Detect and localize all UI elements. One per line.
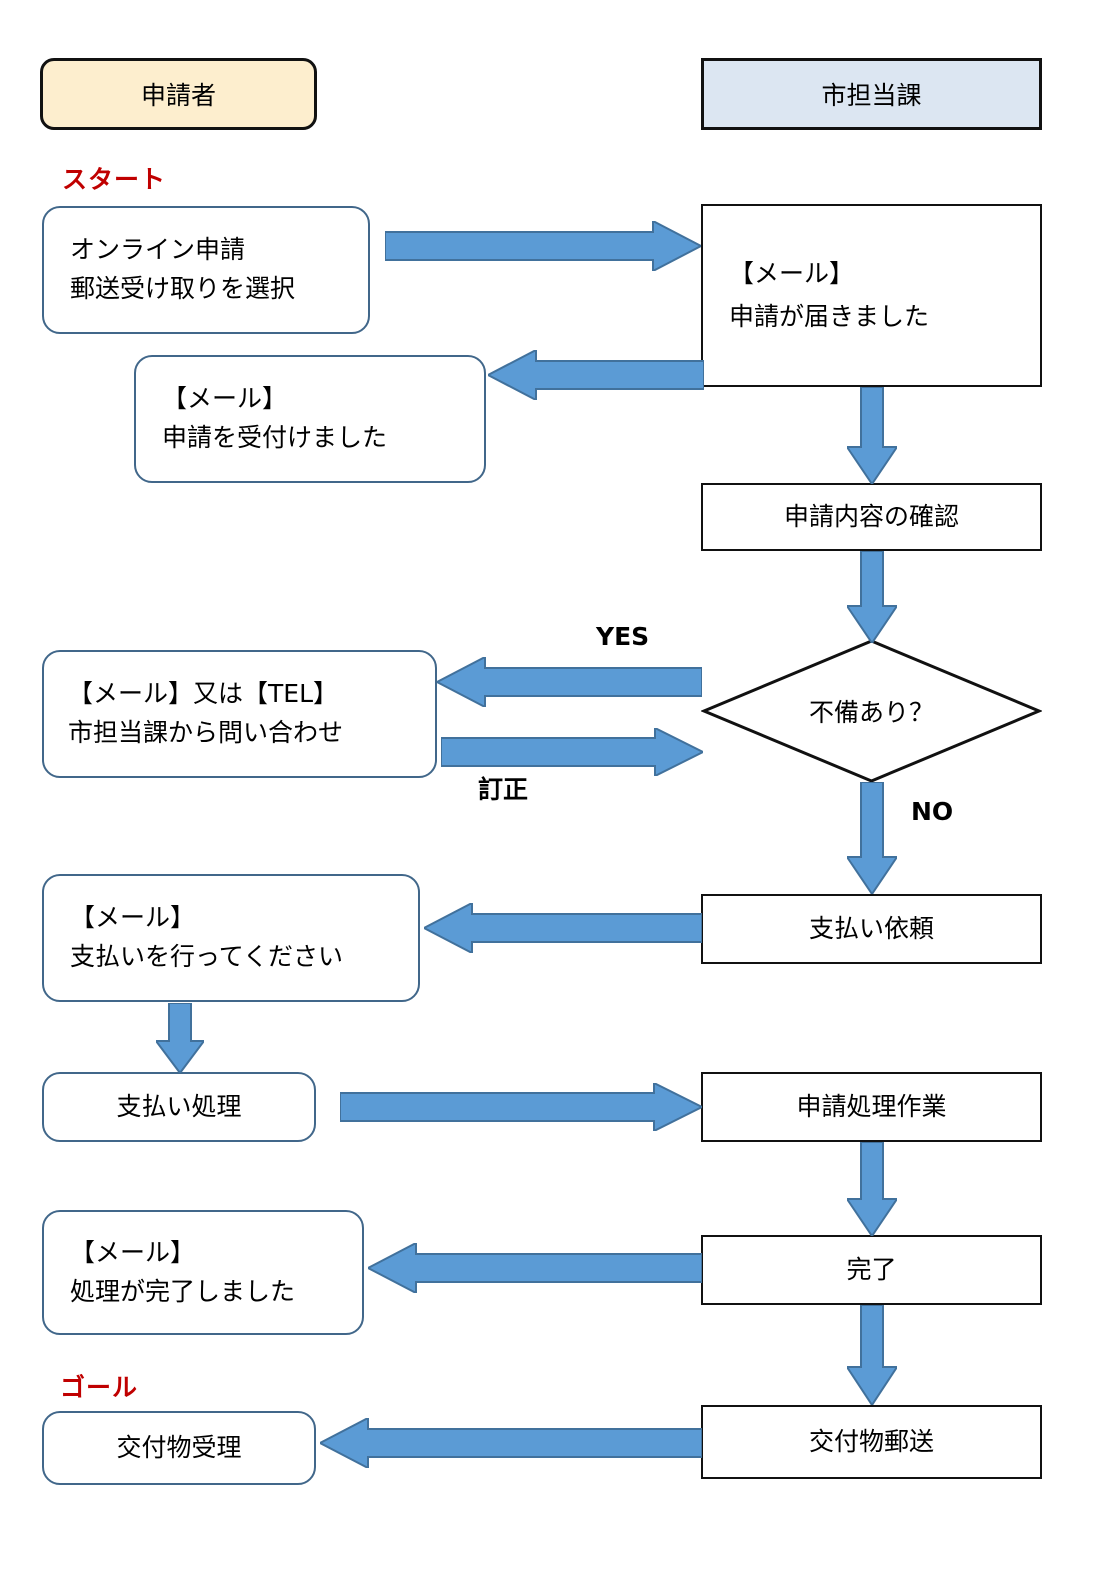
node-online-application[interactable]: オンライン申請 郵送受け取りを選択 (42, 206, 370, 334)
node-mail-application-accepted-line-2: 申請を受付けました (162, 423, 388, 452)
node-payment-processing-line-1: 支払い処理 (116, 1091, 242, 1121)
edge-label-correction: 訂正 (478, 775, 529, 804)
node-mail-please-pay[interactable]: 【メール】 支払いを行ってください (42, 874, 420, 1002)
node-application-processing-work[interactable]: 申請処理作業 (701, 1072, 1042, 1142)
arrow-application-to-dept (385, 221, 701, 271)
node-mail-application-arrived-line-2: 申請が届きました (729, 301, 930, 331)
node-mail-deliverable[interactable]: 交付物郵送 (701, 1405, 1042, 1479)
node-mail-processing-complete[interactable]: 【メール】 処理が完了しました (42, 1210, 364, 1335)
node-mail-application-arrived-line-1: 【メール】 (729, 259, 855, 288)
node-mail-deliverable-line-1: 交付物郵送 (808, 1426, 934, 1456)
decision-diamond-shape (701, 639, 1042, 783)
node-payment-request[interactable]: 支払い依頼 (701, 894, 1042, 964)
node-check-application-contents-line-1: 申請内容の確認 (783, 501, 959, 531)
node-completed-line-1: 完了 (846, 1254, 897, 1284)
node-mail-or-tel-inquiry-line-1: 【メール】又は【TEL】 (68, 679, 338, 709)
lane-header-department: 市担当課 (701, 58, 1042, 130)
node-application-processing-work-line-1: 申請処理作業 (796, 1091, 947, 1121)
arrow-dept-to-accepted (488, 350, 704, 400)
lane-header-applicant-label: 申請者 (140, 81, 216, 110)
arrow-payment-request-to-mail (424, 903, 702, 953)
node-payment-processing[interactable]: 支払い処理 (42, 1072, 316, 1142)
node-mail-or-tel-inquiry[interactable]: 【メール】又は【TEL】 市担当課から問い合わせ (42, 650, 437, 778)
arrow-correction-to-decision (441, 728, 703, 776)
lane-header-applicant: 申請者 (40, 58, 317, 130)
node-online-application-line-2: 郵送受け取りを選択 (70, 274, 296, 303)
node-payment-request-line-1: 支払い依頼 (808, 913, 934, 943)
node-mail-processing-complete-line-2: 処理が完了しました (70, 1276, 296, 1306)
start-marker: スタート (62, 165, 167, 194)
node-mail-or-tel-inquiry-line-2: 市担当課から問い合わせ (68, 718, 344, 747)
arrow-arrived-to-check (847, 387, 897, 484)
node-check-application-contents[interactable]: 申請内容の確認 (701, 483, 1042, 551)
arrow-completed-to-mail-deliverable (847, 1305, 897, 1405)
edge-label-yes: YES (596, 622, 650, 651)
lane-header-department-label: 市担当課 (821, 81, 922, 110)
node-has-defect-decision-line-1: 不備あり？ (808, 698, 934, 727)
arrow-deliverable-to-receive (320, 1418, 702, 1468)
arrow-decision-yes-to-inquiry (437, 657, 702, 707)
node-mail-application-accepted[interactable]: 【メール】 申請を受付けました (134, 355, 486, 483)
node-mail-please-pay-line-1: 【メール】 (70, 903, 196, 933)
node-online-application-line-1: オンライン申請 (70, 235, 246, 265)
node-has-defect-decision-label-wrap: 不備あり？ (701, 638, 1042, 784)
edge-label-no: NO (911, 797, 954, 826)
arrow-mail-pay-to-payment-processing (156, 1003, 204, 1073)
node-mail-processing-complete-line-1: 【メール】 (70, 1237, 196, 1267)
arrow-work-to-completed (847, 1142, 897, 1236)
arrow-check-to-decision (847, 551, 897, 643)
node-mail-application-accepted-line-1: 【メール】 (162, 384, 288, 414)
node-receive-deliverable[interactable]: 交付物受理 (42, 1411, 316, 1485)
goal-marker: ゴール (60, 1373, 139, 1402)
node-mail-please-pay-line-2: 支払いを行ってください (70, 942, 344, 971)
node-mail-application-arrived[interactable]: 【メール】 申請が届きました (701, 204, 1042, 387)
node-receive-deliverable-line-1: 交付物受理 (116, 1432, 242, 1462)
arrow-decision-no-to-payment-request (847, 782, 897, 894)
arrow-completed-to-mail (368, 1243, 702, 1293)
node-completed[interactable]: 完了 (701, 1235, 1042, 1305)
arrow-payment-processing-to-work (340, 1083, 702, 1131)
node-has-defect-decision[interactable]: 不備あり？ (701, 638, 1042, 784)
